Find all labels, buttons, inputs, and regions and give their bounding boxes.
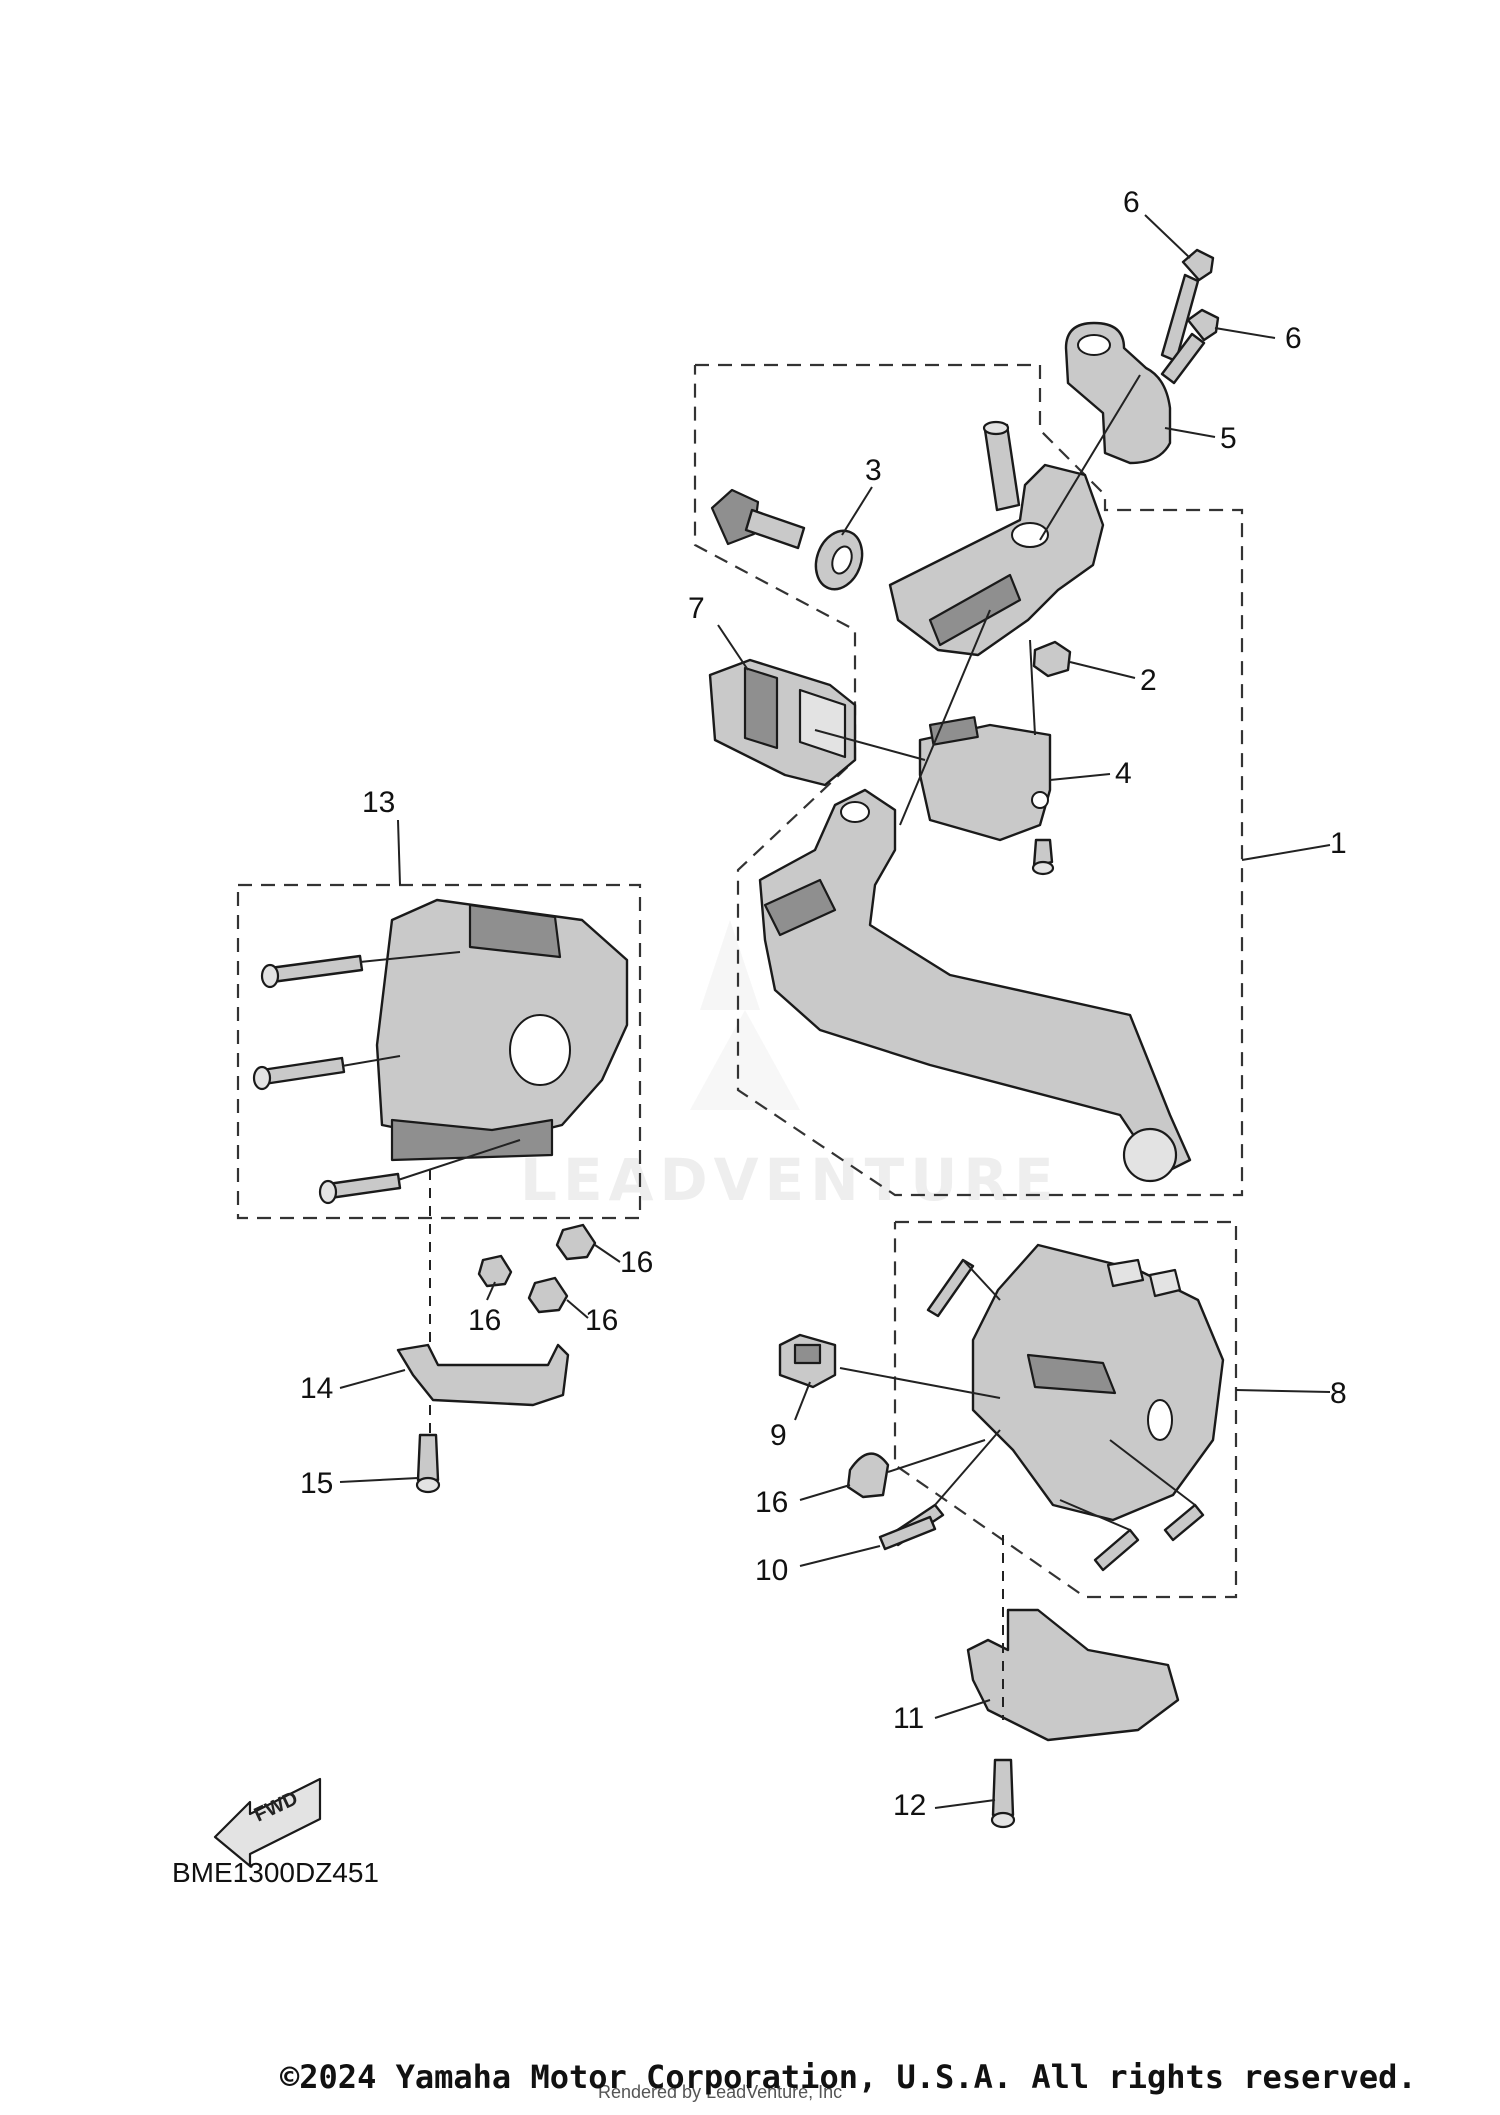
screw-8-a	[926, 1258, 975, 1318]
pivot-pin	[982, 420, 1021, 512]
callout-5: 5	[1220, 422, 1237, 455]
watermark-logo	[690, 920, 800, 1110]
callout-14: 14	[300, 1372, 333, 1405]
leader-1	[1241, 844, 1331, 861]
leader-13	[397, 819, 401, 886]
screw-13-c	[318, 1172, 402, 1205]
callout-6a: 6	[1123, 186, 1140, 219]
callout-16a: 16	[620, 1246, 653, 1279]
callout-16c: 16	[585, 1304, 618, 1337]
part-9	[778, 1333, 837, 1389]
screw-13-a	[260, 954, 364, 989]
callout-13: 13	[362, 786, 395, 819]
left-handlebar-switch	[375, 898, 629, 1162]
callout-16b: 16	[468, 1304, 501, 1337]
leader-15	[339, 1477, 419, 1483]
assembly-1-boundary	[693, 363, 1244, 1197]
switch-screw	[1032, 838, 1054, 868]
assembly-line-8d	[1109, 1439, 1196, 1506]
clip-16-b	[477, 1254, 513, 1288]
assembly-line-13b	[341, 1055, 401, 1067]
clamp-5	[1064, 321, 1172, 465]
diagram-code: BME1300DZ451	[172, 1857, 379, 1888]
leader-4	[1049, 773, 1111, 781]
leader-16c	[566, 1299, 589, 1319]
callout-8: 8	[1330, 1377, 1347, 1410]
assembly-line-b	[1029, 639, 1036, 736]
leader-12	[934, 1799, 996, 1809]
right-handlebar-switch	[971, 1243, 1225, 1522]
clip-16-c	[527, 1276, 569, 1314]
leader-2	[1069, 661, 1136, 679]
leader-16b	[486, 1281, 496, 1301]
bolt-12	[990, 1758, 1016, 1829]
adjuster-screw	[710, 488, 806, 550]
callout-3: 3	[865, 454, 882, 487]
callout-2: 2	[1140, 664, 1157, 697]
assembly-line-a	[899, 609, 991, 826]
leader-6b	[1214, 327, 1276, 339]
leader-14	[339, 1369, 406, 1389]
screw-13-b	[252, 1056, 346, 1091]
part-3	[814, 529, 864, 591]
bolt-15	[415, 1433, 441, 1494]
leader-16a	[594, 1244, 621, 1263]
callout-4: 4	[1115, 757, 1132, 790]
assembly-line-d	[814, 729, 926, 761]
lever-bracket	[888, 463, 1105, 657]
assembly-line-8b	[934, 1429, 1001, 1506]
leader-3	[841, 486, 873, 536]
assembly-8-boundary	[893, 1220, 1238, 1599]
boot-7	[708, 658, 857, 787]
assembly-line-13c	[397, 1139, 521, 1181]
callout-16d: 16	[755, 1486, 788, 1519]
clutch-lever	[758, 788, 1192, 1183]
rendered-by: Rendered by LeadVenture, Inc	[598, 2082, 842, 2102]
leader-5	[1164, 427, 1216, 438]
screw-8-d	[1163, 1503, 1205, 1542]
bolt-6-right	[1160, 308, 1220, 385]
callout-15: 15	[300, 1467, 333, 1500]
bracket-11	[966, 1608, 1180, 1742]
assembly-line-c	[1039, 374, 1141, 541]
bracket-14	[396, 1343, 570, 1407]
watermark-text: LEADVENTURE	[520, 1146, 1060, 1214]
leader-8	[1235, 1389, 1331, 1393]
leader-6a	[1144, 214, 1191, 259]
leader-10	[799, 1545, 881, 1567]
copyright-notice: ©2024 Yamaha Motor Corporation, U.S.A. A…	[280, 2058, 1417, 2096]
callout-12: 12	[893, 1789, 926, 1822]
assembly-line-13a	[359, 951, 461, 963]
callout-9: 9	[770, 1419, 787, 1452]
clip-16-a	[555, 1223, 597, 1261]
fwd-arrow: FWD	[213, 1777, 322, 1868]
assembly-line-9	[839, 1367, 1001, 1399]
callout-6b: 6	[1285, 322, 1302, 355]
callout-1: 1	[1330, 827, 1347, 860]
switch-4	[918, 716, 1052, 842]
leader-9	[794, 1381, 811, 1421]
callout-10: 10	[755, 1554, 788, 1587]
clip-16-d	[846, 1452, 890, 1499]
callout-7: 7	[688, 592, 705, 625]
leader-16d	[799, 1484, 851, 1501]
leader-7	[717, 624, 749, 671]
assembly-line-8a	[962, 1259, 1001, 1301]
screw-8-c	[1093, 1528, 1140, 1572]
nut-2	[1032, 640, 1072, 678]
screw-10	[878, 1515, 937, 1551]
leader-11	[934, 1699, 991, 1719]
assembly-line-16d	[887, 1439, 986, 1473]
assembly-line-8c	[1059, 1499, 1131, 1531]
callout-11: 11	[893, 1702, 924, 1735]
